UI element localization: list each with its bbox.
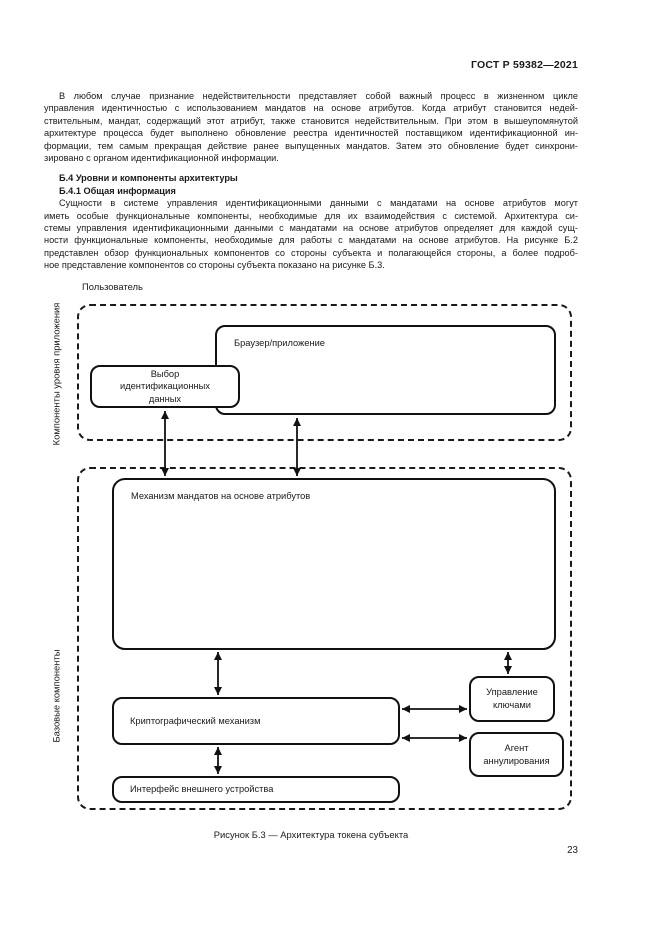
page-number: 23	[567, 845, 578, 856]
paragraph-line: архитектуре процесса будет выполнено обн…	[44, 128, 578, 139]
subsection-heading: Б.4.1 Общая информация	[59, 185, 176, 196]
doc-number: ГОСТ Р 59382—2021	[470, 59, 578, 71]
paragraph-line: стемы управления идентификационными данн…	[44, 223, 578, 234]
paragraph-line: ное представление компонентов со стороны…	[44, 260, 385, 271]
paragraph-line: иметь особые функциональные компоненты, …	[44, 210, 578, 221]
box-label: Интерфейс внешнего устройства	[130, 784, 274, 795]
figure-user-label: Пользователь	[82, 281, 143, 292]
section-heading: Б.4 Уровни и компоненты архитектуры	[59, 173, 238, 184]
body-text: В любом случае признание недействительно…	[44, 90, 578, 272]
paragraph-line: управления идентичностью с использование…	[44, 103, 578, 114]
box-label: Агент аннулирования	[483, 742, 550, 766]
paragraph-line: В любом случае признание недействительно…	[59, 91, 578, 101]
box-label: Криптографический механизм	[130, 715, 261, 726]
box-attribute-credential-mechanism: Механизм мандатов на основе атрибутов	[112, 478, 556, 650]
paragraph-line: представлен обзор функциональных компоне…	[44, 247, 578, 258]
box-label: Управление ключами	[486, 687, 538, 710]
box-label: Механизм мандатов на основе атрибутов	[131, 491, 311, 501]
box-label: Браузер/приложение	[234, 338, 325, 348]
figure-base-components-label: Базовые компоненты	[50, 649, 62, 743]
box-label: Выбор идентификационных данных	[120, 368, 210, 404]
figure-caption: Рисунок Б.3 — Архитектура токена субъект…	[213, 829, 409, 840]
app-level-dashed-group	[77, 304, 572, 441]
paragraph-line: ствительным, мандат, содержащий этот атр…	[44, 115, 578, 126]
paragraph-line: формации, тем самым прекращая действие р…	[44, 140, 578, 151]
box-key-management: Управление ключами	[469, 676, 555, 722]
paragraph-line: ности функциональные компоненты, необход…	[44, 235, 578, 246]
box-cryptographic-mechanism: Криптографический механизм	[112, 697, 400, 745]
base-components-dashed-group	[77, 467, 572, 810]
box-external-device-interface: Интерфейс внешнего устройства	[112, 776, 400, 803]
figure-app-components-label: Компоненты уровня приложения	[50, 302, 62, 446]
box-browser-application: Браузер/приложение	[215, 325, 556, 415]
paragraph-line: Сущности в системе управления идентифика…	[59, 198, 578, 209]
box-revocation-agent: Агент аннулирования	[469, 732, 564, 777]
box-credential-selection: Выбор идентификационных данных	[90, 365, 240, 408]
paragraph-line: зировано с органом идентификационной инф…	[44, 153, 279, 164]
